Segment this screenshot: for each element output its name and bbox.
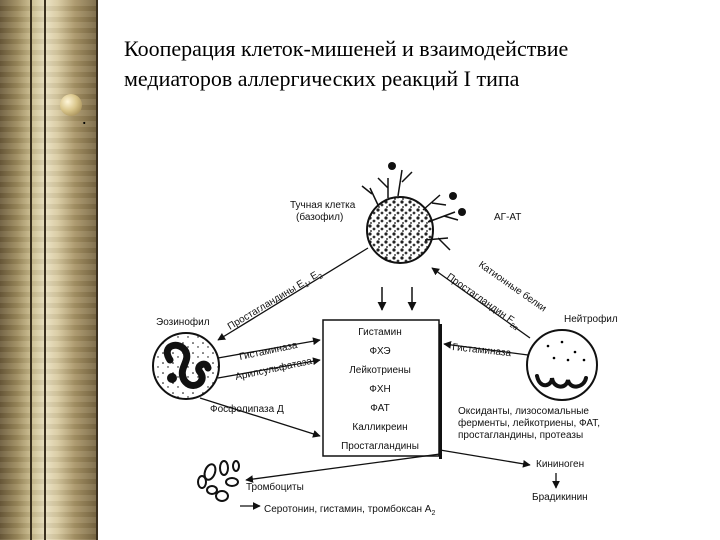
neutrophil-products-1: Оксиданты, лизосомальные bbox=[458, 406, 589, 417]
mediator-box-shadow bbox=[439, 324, 442, 459]
eosinophil-cell bbox=[152, 332, 220, 400]
platelets-cluster bbox=[197, 460, 240, 502]
mast-cell bbox=[361, 162, 466, 264]
mediator-box bbox=[322, 319, 440, 457]
arrow-phospholipase bbox=[199, 397, 321, 438]
ag-at-label: АГ-АТ bbox=[494, 212, 521, 223]
kininogen-label: Кининоген bbox=[536, 459, 584, 470]
title-line-2: медиаторов аллергических реакций I типа bbox=[124, 66, 520, 91]
arrow-mast-to-eosinophil bbox=[217, 247, 369, 341]
neutrophil-label: Нейтрофил bbox=[564, 313, 618, 325]
frame-line-2 bbox=[44, 0, 46, 540]
label-prostaglandins-e: Простагландины Е1, Е2 bbox=[226, 268, 325, 334]
arrow-histaminase-left bbox=[217, 337, 321, 359]
slide-title: Кооперация клеток-мишеней и взаимодейств… bbox=[124, 34, 684, 94]
mediator-leukotrienes: Лейкотриены bbox=[349, 365, 411, 376]
frame-line-1 bbox=[30, 0, 32, 540]
arrow-histaminase-right bbox=[443, 341, 529, 356]
frame-line-3 bbox=[96, 0, 98, 540]
platelets-label: Тромбоциты bbox=[246, 481, 304, 493]
mediator-fche: ФХЭ bbox=[369, 346, 390, 357]
neutrophil-products-2: ферменты, лейкотриены, ФАТ, bbox=[458, 417, 600, 429]
mast-cell-label-2: (базофил) bbox=[296, 211, 343, 223]
arrow-neutrophil-to-mast bbox=[431, 267, 531, 339]
neutrophil-products-3: простагландины, протеазы bbox=[458, 430, 583, 441]
mediator-fat: ФАТ bbox=[370, 403, 389, 414]
arrow-box-to-platelets bbox=[245, 453, 441, 483]
mast-cell-label-1: Тучная клетка bbox=[290, 200, 356, 211]
bradykinin-label: Брадикинин bbox=[532, 492, 588, 503]
label-phospholipase: Фосфолипаза Д bbox=[210, 403, 284, 415]
decorative-side-frame bbox=[0, 0, 96, 540]
mediator-kallikrein: Калликреин bbox=[352, 422, 407, 433]
serotonin-label: Серотонин, гистамин, тромбоксан А2 bbox=[264, 503, 435, 517]
arrow-arylsulfatase bbox=[217, 357, 321, 379]
arrow-box-to-kininogen bbox=[439, 449, 531, 468]
eosinophil-label: Эозинофил bbox=[156, 316, 210, 328]
mediator-fchn: ФХН bbox=[369, 384, 391, 395]
mediator-histamine: Гистамин bbox=[358, 327, 401, 338]
title-line-1: Кооперация клеток-мишеней и взаимодейств… bbox=[124, 36, 569, 61]
bullet-text: . bbox=[82, 108, 87, 128]
bullet-icon bbox=[60, 94, 82, 116]
mediator-prostaglandins: Простагландины bbox=[341, 441, 419, 452]
neutrophil-cell bbox=[526, 329, 598, 401]
label-histaminase-right: Гистаминаза bbox=[452, 342, 512, 359]
